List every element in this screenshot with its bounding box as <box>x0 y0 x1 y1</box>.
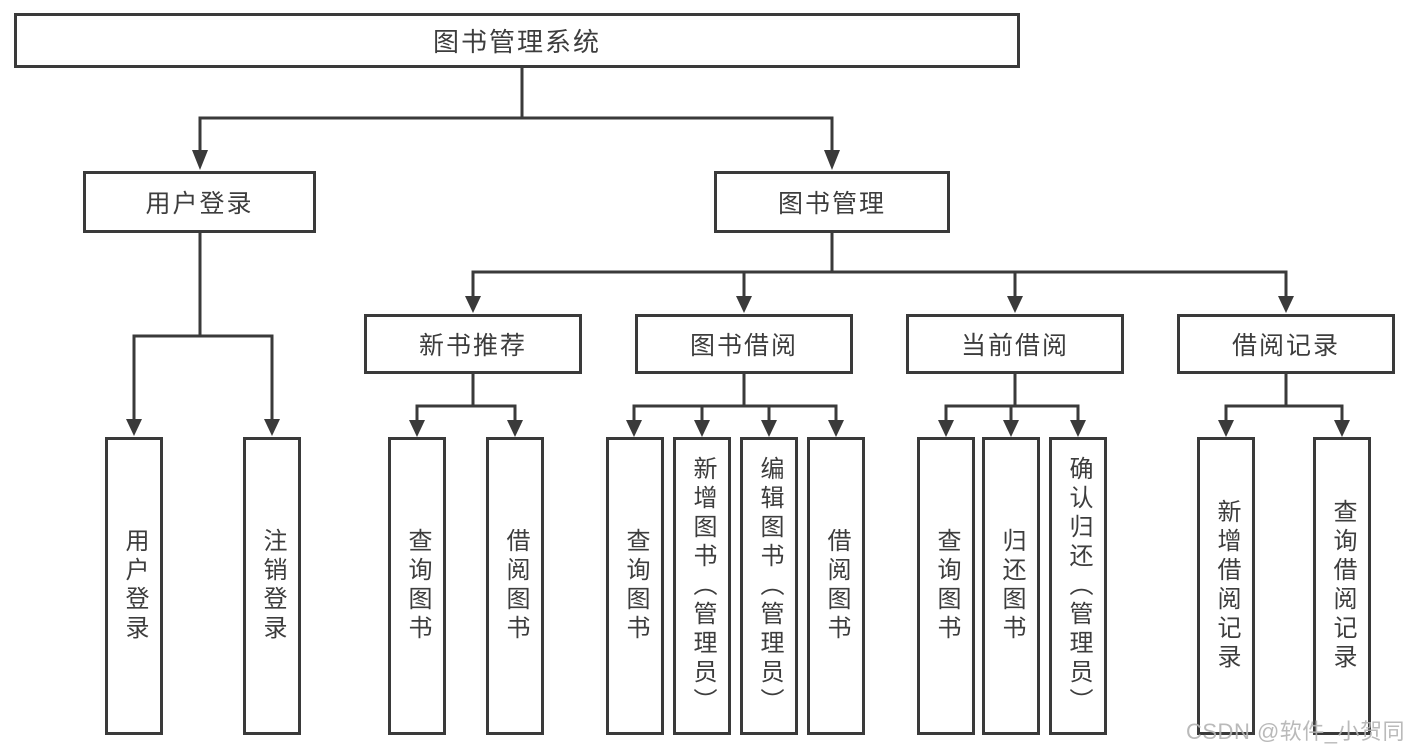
leaf-query-books-borrowing: 查询图书 <box>606 437 664 735</box>
node-book-management: 图书管理 <box>714 171 950 233</box>
leaf-borrow-books-borrowing: 借阅图书 <box>807 437 865 735</box>
leaf-return-books: 归还图书 <box>982 437 1040 735</box>
book-borrowing-branch <box>632 372 838 424</box>
leaf-query-books-recommend: 查询图书 <box>388 437 446 735</box>
level1-branch <box>198 116 834 156</box>
leaf-confirm-return-admin: 确认归还（管理员） <box>1049 437 1107 735</box>
leaf-user-login: 用户登录 <box>105 437 163 735</box>
leaf-query-borrow-record: 查询借阅记录 <box>1313 437 1371 735</box>
leaf-logout: 注销登录 <box>243 437 301 735</box>
node-current-borrowing: 当前借阅 <box>906 314 1124 374</box>
user-login-branch <box>132 334 274 424</box>
leaf-edit-book-admin: 编辑图书（管理员） <box>740 437 798 735</box>
current-borrowing-branch <box>944 372 1080 424</box>
node-new-book-recommendation: 新书推荐 <box>364 314 582 374</box>
node-book-borrowing: 图书借阅 <box>635 314 853 374</box>
node-root: 图书管理系统 <box>14 13 1020 68</box>
node-user-login: 用户登录 <box>83 171 316 233</box>
arrowheads <box>126 150 1350 437</box>
leaf-add-book-admin: 新增图书（管理员） <box>673 437 731 735</box>
level2-branch <box>471 270 1288 300</box>
new-book-branch <box>415 372 517 424</box>
node-borrowing-records: 借阅记录 <box>1177 314 1395 374</box>
csdn-watermark: CSDN @软件_小贺同学 <box>1186 719 1405 744</box>
leaf-add-borrow-record: 新增借阅记录 <box>1197 437 1255 735</box>
borrowing-records-branch <box>1224 372 1344 424</box>
leaf-query-books-current: 查询图书 <box>917 437 975 735</box>
leaf-borrow-books-recommend: 借阅图书 <box>486 437 544 735</box>
